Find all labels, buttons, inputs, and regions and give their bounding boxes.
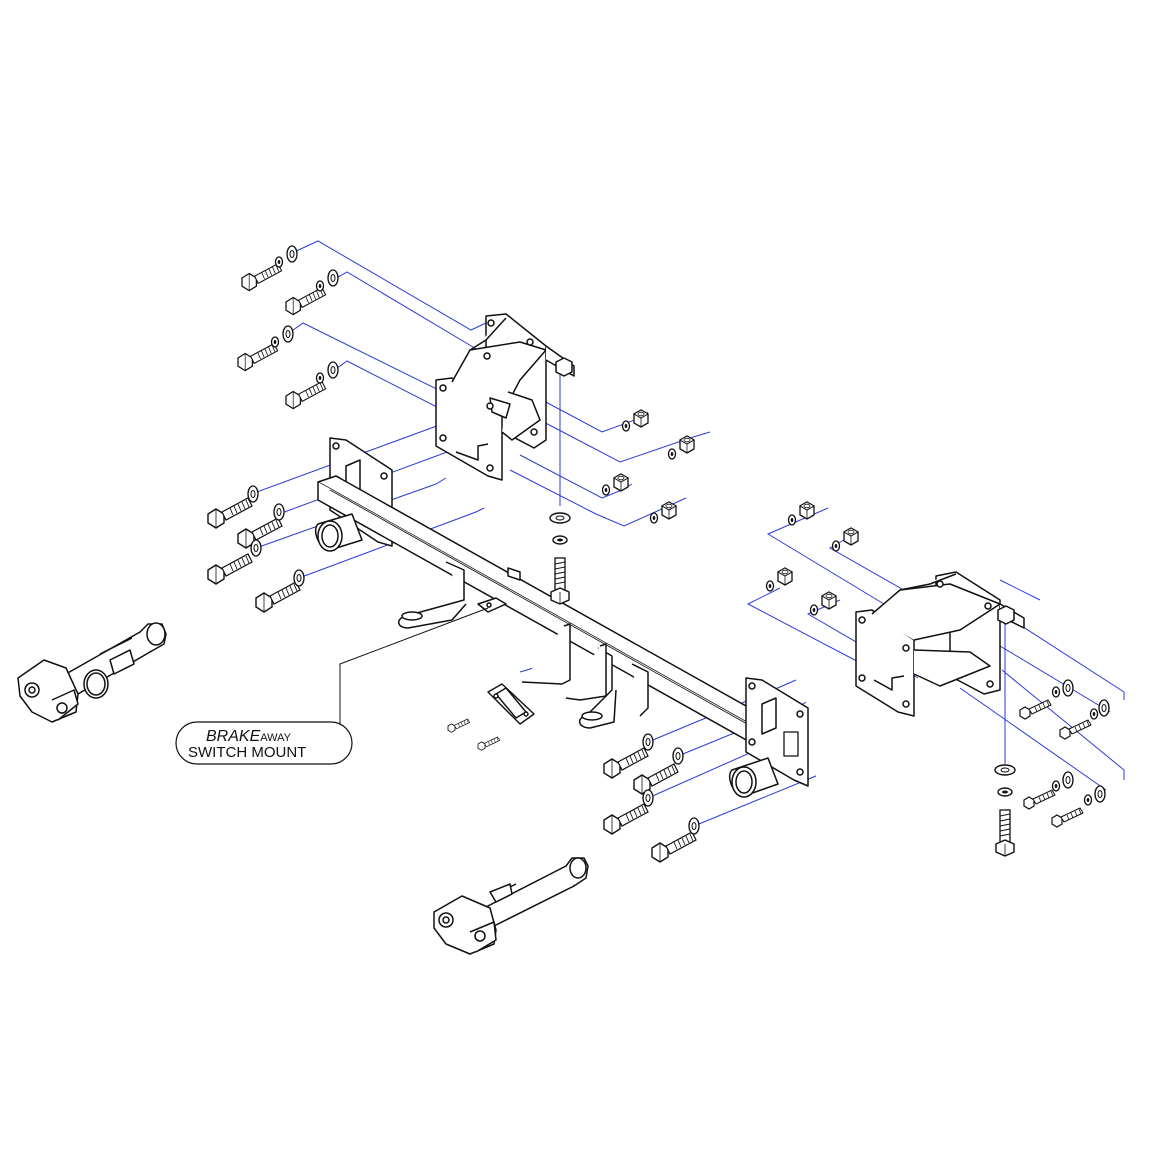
upper-left-hardware: [237, 245, 339, 410]
tow-bar-clevis-bottom: [433, 857, 589, 955]
callout-away-text: AWAY: [260, 732, 291, 744]
breakaway-screws: [447, 718, 501, 751]
right-mounting-bracket: [855, 571, 1025, 717]
left-end-plate-hardware: [207, 485, 305, 613]
callout-brake-text: BRAKE: [206, 728, 261, 745]
tow-bar-clevis-left: [17, 622, 167, 723]
callout-switch-mount-text: SWITCH MOUNT: [188, 744, 306, 761]
breakaway-switch-plate: [487, 683, 535, 725]
svg-text:BRAKEAWAY: BRAKEAWAY: [206, 728, 292, 745]
left-mounting-bracket: [435, 313, 575, 481]
right-bracket-nuts: [765, 501, 859, 616]
main-crossbar: [314, 437, 809, 798]
right-bracket-bolts: [1019, 679, 1110, 828]
brakeaway-callout: BRAKEAWAY SWITCH MOUNT: [175, 607, 489, 765]
right-vertical-bolt: [994, 764, 1016, 857]
center-vertical-bolt: [549, 512, 571, 605]
